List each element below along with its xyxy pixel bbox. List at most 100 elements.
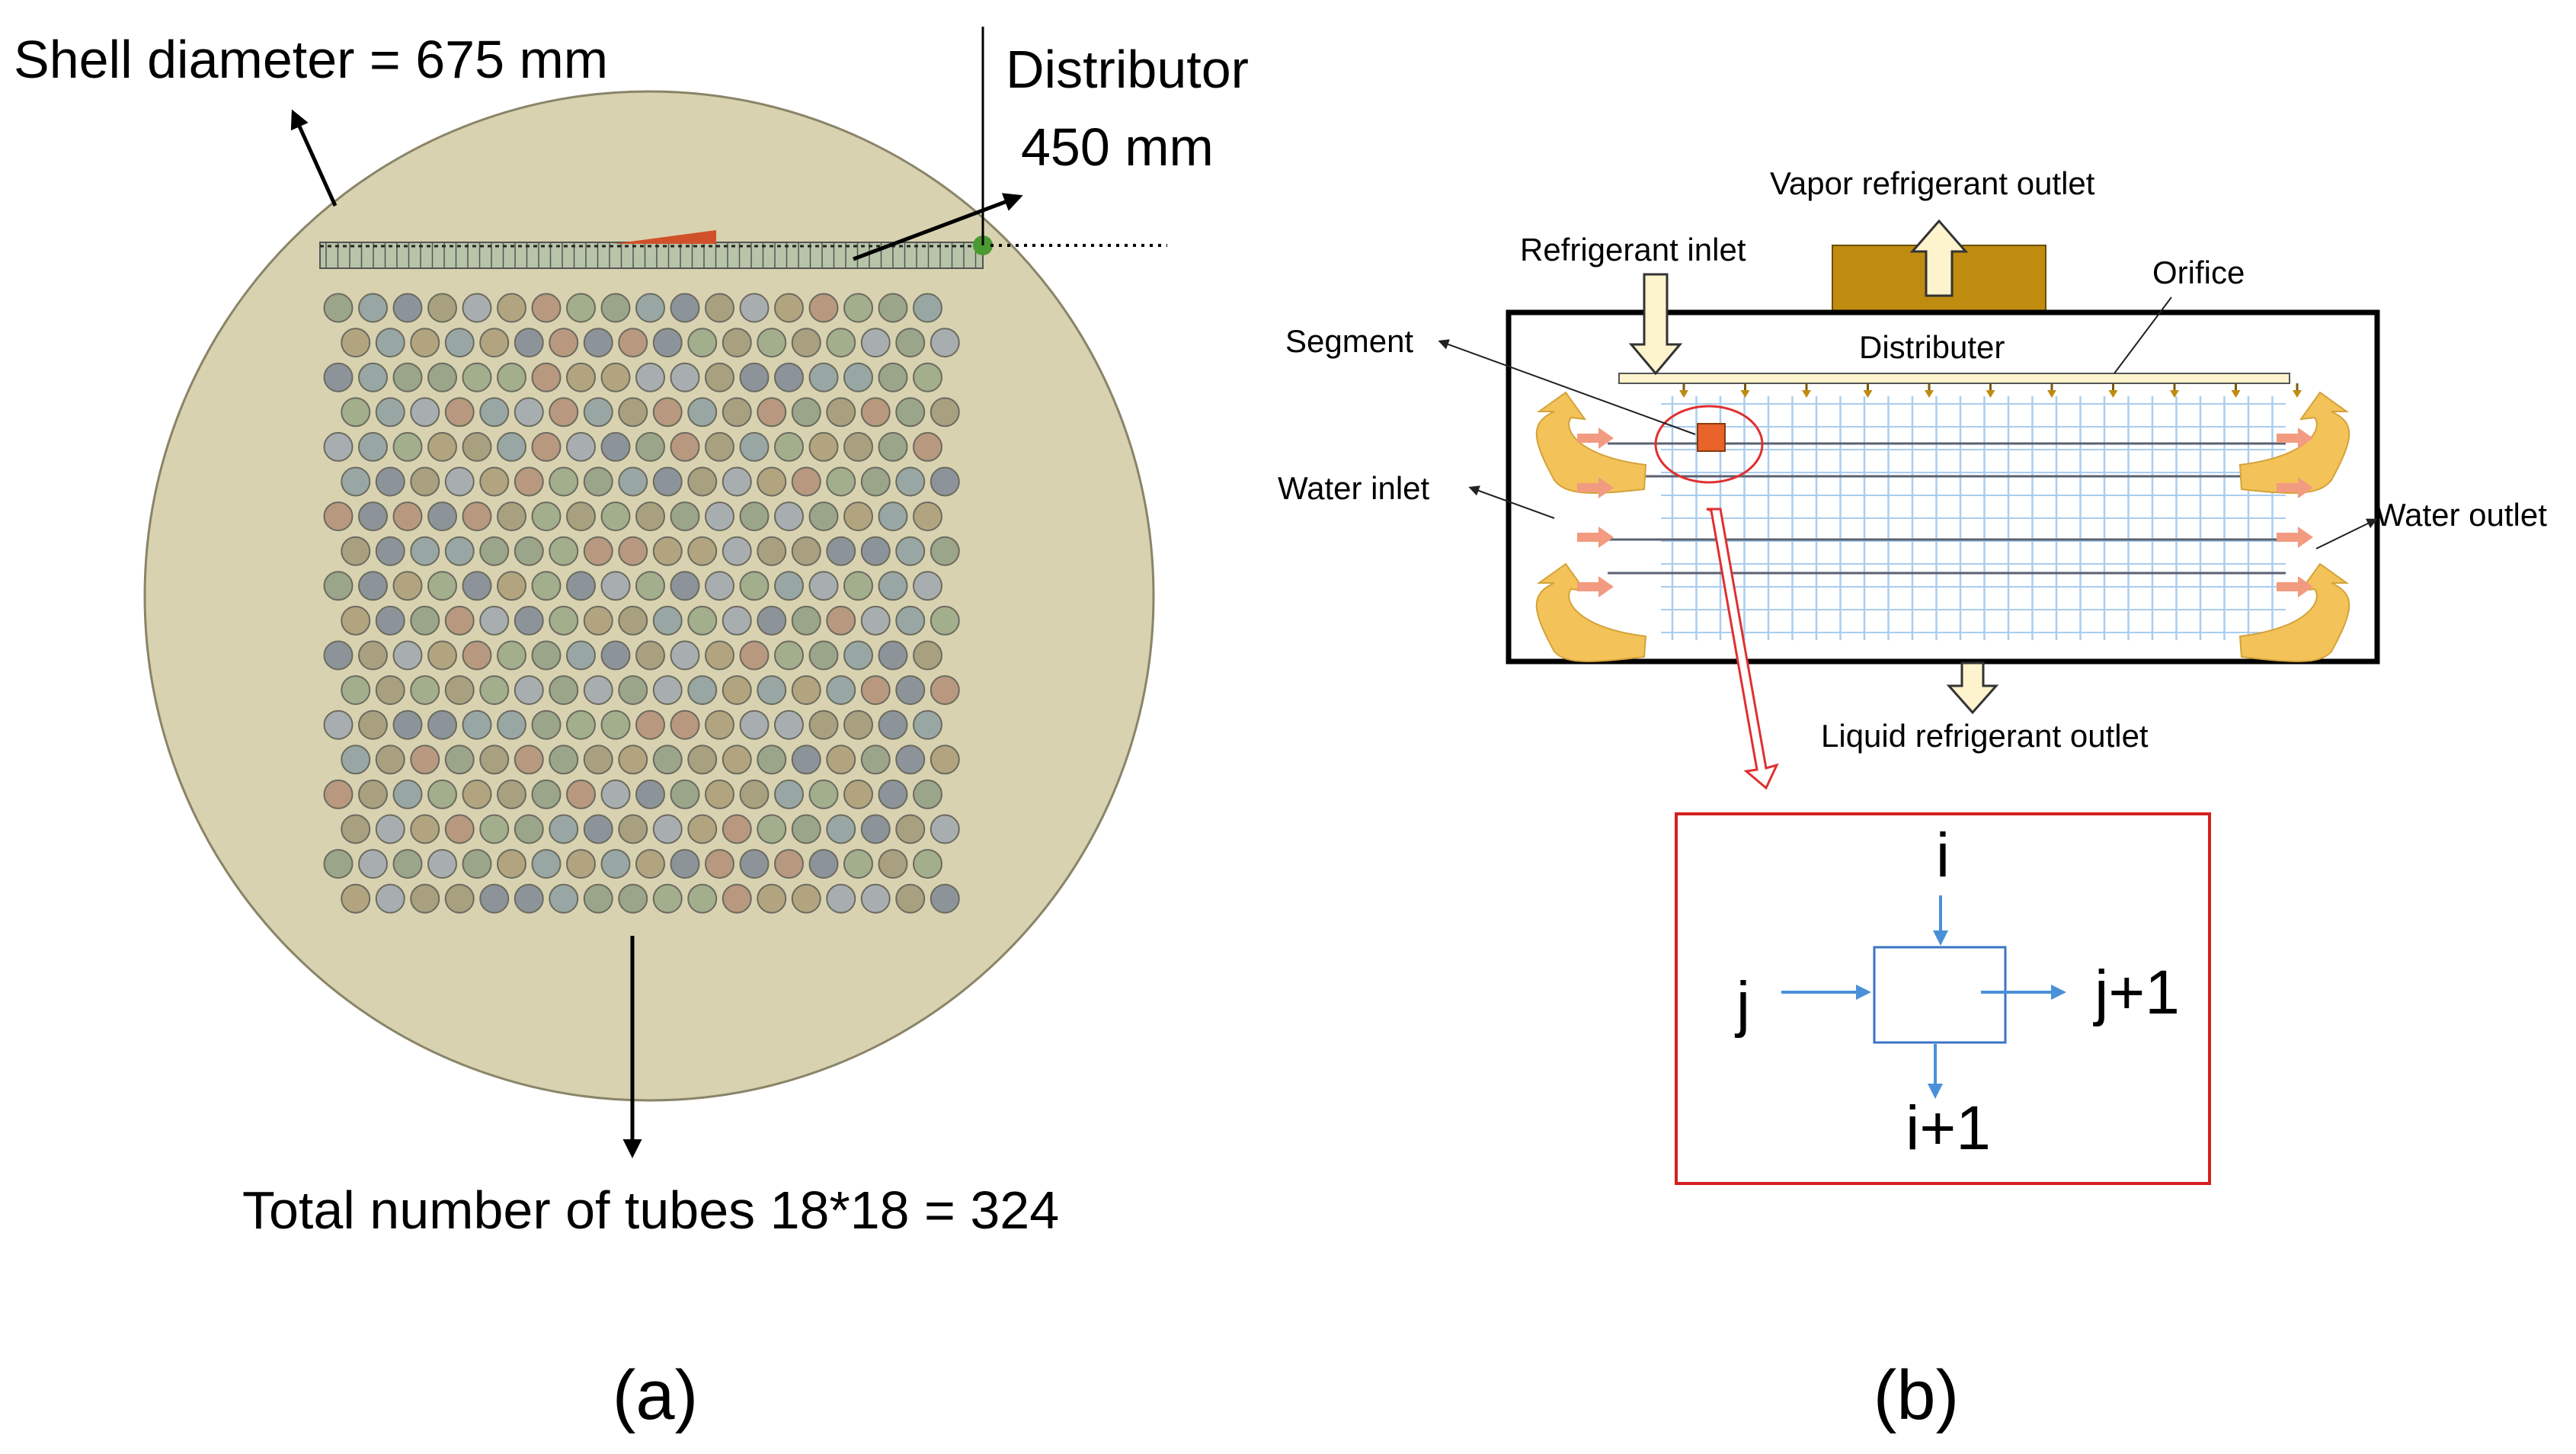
tube: [808, 362, 839, 392]
tube: [843, 362, 873, 392]
tube: [566, 293, 596, 323]
tube: [757, 745, 787, 775]
tube: [444, 466, 475, 497]
curved-flow-arrows: [1535, 391, 2350, 662]
tube: [341, 397, 371, 428]
tube: [705, 362, 734, 392]
tube: [514, 883, 544, 914]
tube: [791, 745, 821, 775]
tube: [757, 814, 787, 844]
tube: [444, 675, 475, 706]
tube: [895, 397, 926, 428]
tube: [618, 397, 648, 428]
distributor-pipe: [1618, 373, 2290, 384]
tube: [878, 431, 908, 462]
tube: [566, 709, 596, 740]
tube: [895, 466, 926, 497]
tube: [722, 605, 752, 636]
tube: [462, 293, 492, 323]
tube: [652, 536, 683, 566]
tube: [392, 571, 423, 601]
tube: [583, 745, 613, 775]
label-j-plus: j+1: [2093, 958, 2180, 1027]
tube: [566, 779, 596, 809]
tube: [549, 536, 579, 566]
tube: [427, 501, 457, 532]
tube: [722, 883, 752, 914]
tube: [670, 293, 700, 323]
orifice-label: Orifice: [2152, 255, 2245, 290]
tube: [531, 501, 562, 532]
orifice-tip: [1986, 390, 1995, 398]
tube: [826, 397, 856, 428]
tube: [531, 779, 562, 809]
tube: [652, 397, 683, 428]
tube: [860, 466, 891, 497]
tube: [566, 431, 596, 462]
tube: [930, 328, 960, 358]
tube: [444, 745, 475, 775]
tube: [722, 328, 752, 358]
tube: [358, 293, 388, 323]
evaporator-grid: [1608, 396, 2286, 640]
tube: [444, 397, 475, 428]
water-flow-arrow: [2277, 527, 2313, 548]
tube: [774, 571, 804, 601]
tube: [600, 362, 631, 392]
tube: [462, 571, 492, 601]
tube: [514, 397, 544, 428]
tube: [687, 605, 718, 636]
distributor-bar: [319, 230, 993, 269]
tube: [878, 501, 908, 532]
tube: [808, 431, 839, 462]
tube: [826, 814, 856, 844]
curve-arrow-left-bottom: [1535, 562, 1647, 662]
tube: [757, 397, 787, 428]
tube: [479, 745, 510, 775]
tube: [791, 328, 821, 358]
tube: [479, 466, 510, 497]
tube: [531, 709, 562, 740]
tube: [739, 362, 770, 392]
tube: [808, 640, 839, 671]
tube: [566, 501, 596, 532]
tube: [843, 849, 873, 879]
tube: [583, 814, 613, 844]
vapor-outlet-label: Vapor refrigerant outlet: [1770, 165, 2095, 201]
tube: [930, 605, 960, 636]
tube: [392, 293, 423, 323]
tube: [687, 675, 718, 706]
distributor-flow-marker: [613, 230, 716, 244]
tube: [323, 501, 354, 532]
tube: [497, 501, 526, 532]
tube: [757, 675, 787, 706]
tube: [410, 745, 440, 775]
tube: [791, 883, 821, 914]
tube: [497, 293, 526, 323]
tube: [427, 431, 457, 462]
tube: [392, 849, 423, 879]
tube: [583, 536, 613, 566]
tube: [444, 814, 475, 844]
tube: [652, 814, 683, 844]
tube: [479, 536, 510, 566]
refrigerant-inlet-label: Refrigerant inlet: [1520, 232, 1746, 267]
tube-count-label: Total number of tubes 18*18 = 324: [242, 1180, 1059, 1240]
tube: [826, 605, 856, 636]
tube: [791, 814, 821, 844]
tube: [670, 849, 700, 879]
tube: [739, 501, 770, 532]
tube: [531, 640, 562, 671]
tube: [358, 779, 388, 809]
water-flow-arrow: [1577, 477, 1614, 498]
tube: [635, 571, 665, 601]
water-outlet-label: Water outlet: [2376, 497, 2547, 533]
tube: [462, 431, 492, 462]
segment-pointer: [1438, 339, 1696, 435]
tube: [514, 605, 544, 636]
tube: [705, 640, 734, 671]
tube: [358, 501, 388, 532]
tube: [895, 745, 926, 775]
tube: [670, 640, 700, 671]
tube: [583, 605, 613, 636]
